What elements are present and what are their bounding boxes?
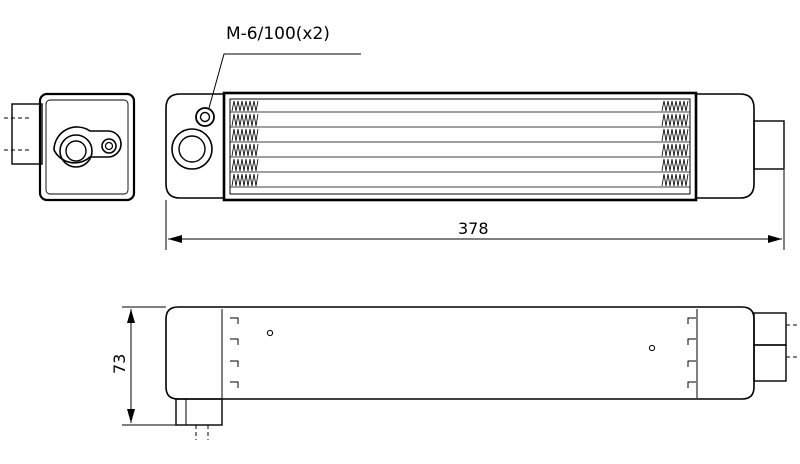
fin-zigzag xyxy=(661,100,689,112)
side-view xyxy=(165,306,798,440)
length-dimension xyxy=(165,170,785,250)
fin-zigzag xyxy=(661,128,689,142)
bolt-hole-marker xyxy=(195,107,215,127)
plan-view xyxy=(165,91,785,202)
fin-zigzag xyxy=(661,143,689,157)
fin-zigzag xyxy=(661,113,689,127)
length-dimension-label: 378 xyxy=(458,219,489,238)
fin-zigzag xyxy=(231,143,259,157)
callout-leader xyxy=(208,53,361,109)
thread-spec-label: M-6/100(x2) xyxy=(226,24,330,44)
fin-zigzag xyxy=(661,158,689,172)
end-view xyxy=(4,92,136,202)
fins-right xyxy=(661,100,689,187)
fin-zigzag xyxy=(231,100,259,112)
fin-zigzag xyxy=(231,113,259,127)
fin-zigzag xyxy=(231,128,259,142)
fins-left xyxy=(231,100,259,187)
fin-zigzag xyxy=(231,158,259,172)
fin-zigzag xyxy=(661,173,689,187)
height-dimension-label: 73 xyxy=(110,354,129,374)
fin-zigzag xyxy=(231,173,259,187)
height-dimension xyxy=(122,306,176,426)
